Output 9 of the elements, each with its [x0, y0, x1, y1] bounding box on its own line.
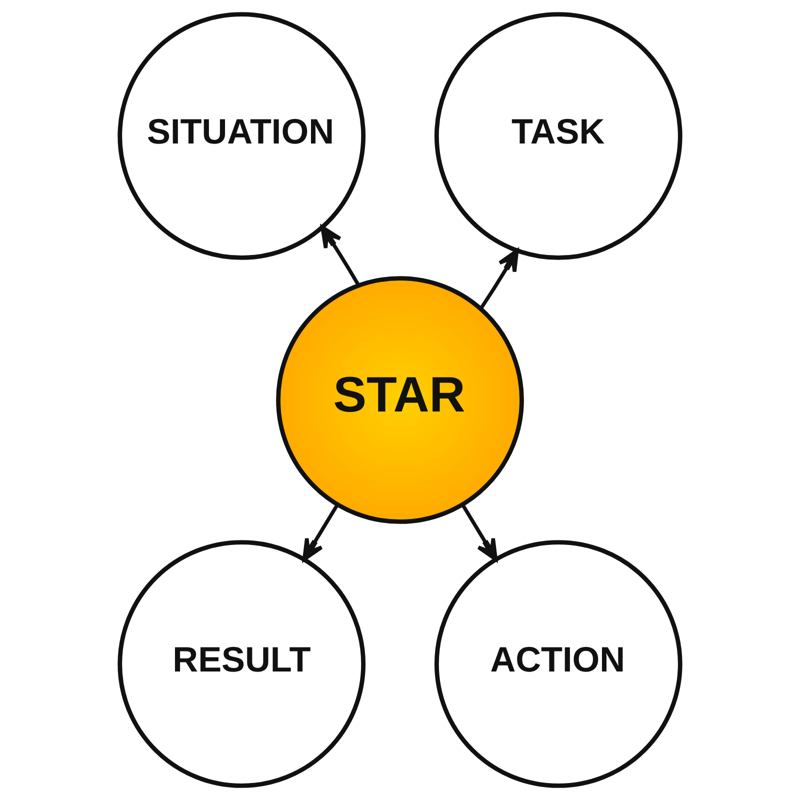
- node-circle: ACTION: [434, 540, 682, 788]
- arrow: [479, 249, 519, 310]
- node-circle: TASK: [434, 12, 682, 260]
- arrow: [461, 504, 498, 562]
- node-circle: RESULT: [118, 540, 366, 788]
- arrow: [302, 504, 339, 562]
- arrow: [320, 225, 360, 286]
- node-circle: SITUATION: [118, 12, 366, 260]
- node-circle: STAR: [276, 276, 524, 524]
